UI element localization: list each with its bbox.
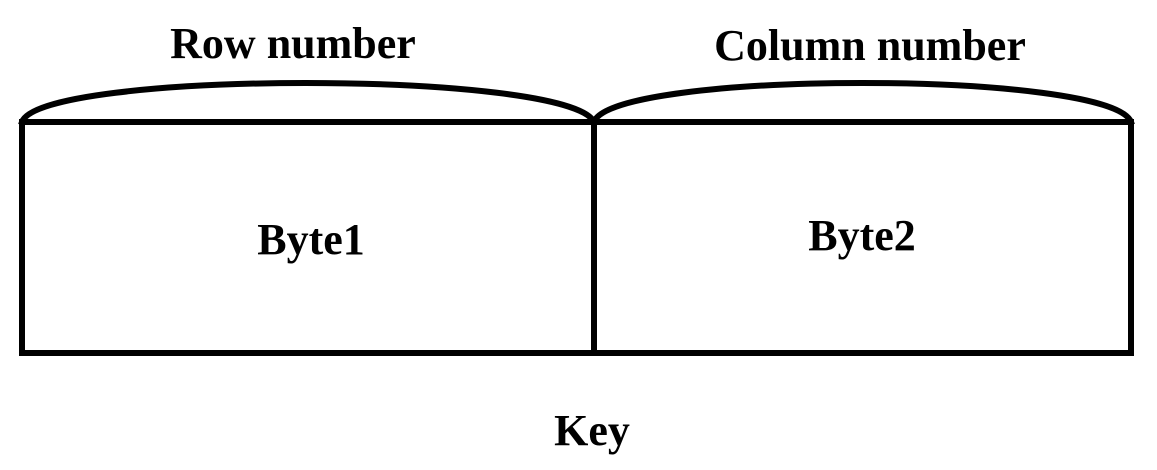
row-number-label: Row number [170, 19, 416, 68]
key-caption: Key [554, 406, 630, 455]
byte1-label: Byte1 [257, 215, 365, 264]
row-number-brace [18, 80, 598, 126]
byte2-label: Byte2 [808, 211, 916, 260]
column-number-brace [590, 80, 1135, 126]
byte2-cell [591, 119, 1134, 356]
column-number-label: Column number [714, 21, 1026, 70]
